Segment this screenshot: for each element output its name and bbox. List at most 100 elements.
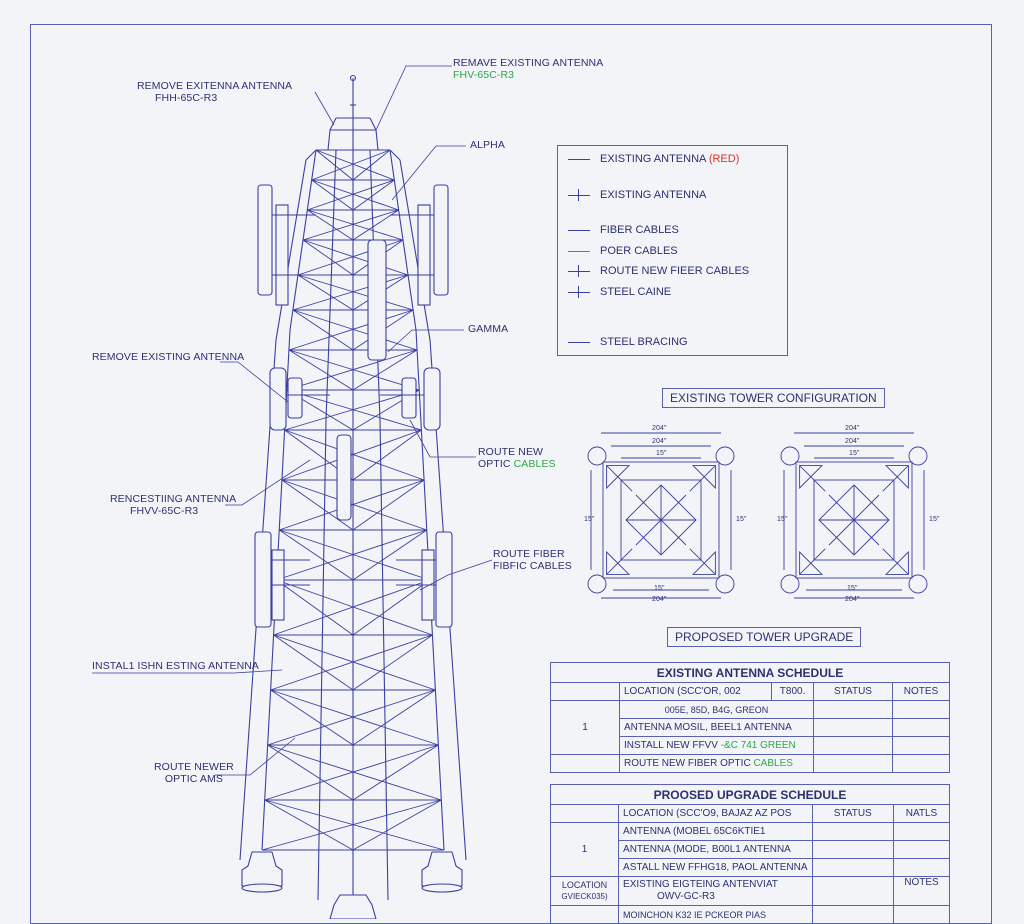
plan1-dim-bottom2: 204" (652, 596, 667, 603)
lattice-brace (279, 529, 430, 581)
remove-top-right-label: REMAVE EXISTING ANTENNA FHV-65C-R3 (453, 57, 603, 81)
lattice-brace (273, 634, 436, 691)
legend-cross-icon (566, 286, 592, 299)
lattice-brace (352, 179, 395, 211)
legend-row-route-fiber: ROUTE NEW FIEER CABLES (566, 265, 749, 278)
legend-row-power: POER CABLES (566, 245, 678, 257)
lattice-brace (352, 529, 428, 581)
lattice-brace (352, 349, 418, 391)
lattice-brace (307, 179, 395, 211)
legend-row-fiber: FIBER CABLES (566, 224, 679, 236)
lattice-brace (279, 479, 425, 531)
route-fiber-line2: FIBFIC CABLES (493, 560, 572, 572)
plan1-dim-left: 15" (584, 516, 595, 523)
plan2-dim-bottom2: 204" (845, 596, 860, 603)
plan-view-2-gusset (884, 550, 909, 575)
plan-view-1-leg-circle (587, 574, 607, 594)
existing-row-number: 1 (550, 700, 620, 755)
legend-green-line-icon (566, 246, 592, 256)
plan1-dim-bottom1: 15" (654, 585, 665, 592)
lattice-brace (267, 744, 442, 801)
lattice-brace (267, 689, 436, 746)
proposed-row-3: ASTALL NEW FFHG18, PAOL ANTENNA (618, 858, 813, 877)
plan-view-1-leg-circle (715, 574, 735, 594)
plan-view-1-inner (620, 479, 702, 561)
route-new-line1: ROUTE NEW (478, 446, 544, 458)
lattice-brace (297, 239, 404, 276)
lattice-brace (264, 744, 439, 801)
existing-header-status: STATUS (813, 682, 893, 701)
plan2-dim-top2: 204" (845, 438, 860, 445)
lattice-brace (311, 179, 399, 211)
plan1-dim-right: 15" (736, 516, 747, 523)
lattice-brace (311, 179, 354, 211)
lattice-brace (270, 689, 439, 746)
lattice-brace (292, 309, 354, 351)
existing-header-t800: T800. (771, 682, 814, 701)
existing-row-2: ANTENNA MOSIL, BEEL1 ANTENNA (619, 718, 814, 737)
lattice-brace (278, 529, 354, 581)
lattice-brace (276, 579, 433, 636)
lattice-brace (311, 149, 391, 181)
proposed-last-row: MOINCHON K32 IE PCKEOR PIAS (618, 905, 813, 924)
lattice-brace (273, 579, 430, 636)
plan2-dim-bottom1: 15" (847, 585, 858, 592)
route-new-line2a: OPTIC (478, 458, 514, 470)
proposed-extra-cell: EXISTING EIGTEING ANTENVIAT OWV-GC-R3 (618, 876, 813, 906)
lattice-brace (284, 429, 425, 481)
plan-view-2-gusset (884, 465, 909, 490)
lattice-brace (264, 799, 445, 851)
lattice-brace (352, 799, 442, 851)
existing-row-3: INSTALL NEW FFVV -&C 741 GREEN (619, 736, 814, 755)
legend-cross-icon (566, 189, 592, 202)
renc-line2: FHVV-65C-R3 (130, 505, 199, 517)
lattice-brace (352, 479, 425, 531)
proposed-row-2: ANTENNA (MODE, B00L1 ANTENNA (618, 840, 813, 859)
lattice-brace (270, 634, 433, 691)
legend-row-text: STEEL BRACING (600, 336, 688, 348)
proposed-upgrade-schedule: PROOSED UPGRADE SCHEDULE LOCATION (SCC'O… (549, 784, 951, 924)
plan-view-1-leg-brace (606, 548, 633, 575)
remove-top-left-label: REMOVE EXITENNA ANTENNA FHH-65C-R3 (137, 80, 292, 104)
plan2-dim-right: 15" (929, 516, 940, 523)
plan-view-2-leg-brace (882, 548, 909, 575)
lattice-brace (302, 239, 354, 276)
lattice-brace (281, 429, 422, 481)
legend-row-text: FIBER CABLES (600, 224, 679, 236)
lattice-brace (267, 744, 354, 801)
plan1-dim-top2: 204" (652, 438, 667, 445)
plan-view-2-inner (813, 479, 895, 561)
renc-line1: RENCESTIING ANTENNA (110, 493, 237, 505)
plan-view-2-outline (795, 461, 913, 579)
route-never-label: ROUTE NEWER OPTIC AMS (154, 761, 234, 785)
install-label: INSTAL1 ISHN ESTING ANTENNA (92, 660, 260, 672)
lattice-brace (297, 274, 414, 311)
lattice-brace (286, 349, 418, 391)
proposed-extra-1: EXISTING EIGTEING ANTENVIAT (623, 879, 778, 890)
plan2-dim-left: 15" (777, 516, 788, 523)
lattice-brace (273, 634, 354, 691)
route-new-line2b: CABLES (513, 458, 556, 470)
lattice-brace (284, 389, 420, 431)
proposed-schedule-title: PROOSED UPGRADE SCHEDULE (550, 784, 950, 805)
route-new-label: ROUTE NEW OPTIC CABLES (478, 446, 556, 470)
existing-antenna-schedule: EXISTING ANTENNA SCHEDULE LOCATION (SCC'… (550, 662, 950, 773)
lattice-brace (315, 149, 354, 181)
lattice-brace (292, 309, 418, 351)
existing-row-4: ROUTE NEW FIBER OPTIC CABLES (619, 754, 814, 773)
remove-top-left-line1: REMOVE EXITENNA ANTENNA (137, 80, 293, 92)
route-fiber-line1: ROUTE FIBER (493, 548, 565, 560)
lattice-brace (288, 349, 420, 391)
proposed-upgrade-label: PROPOSED TOWER UPGRADE (667, 627, 862, 647)
plan-view-1-gusset (691, 465, 716, 490)
lattice-brace (352, 689, 436, 746)
proposed-row-number: 1 (549, 822, 620, 877)
proposed-extra-notes: NOTES (892, 876, 951, 906)
lattice-brace (315, 149, 395, 181)
lattice-brace (352, 149, 391, 181)
remove-top-left-line2: FHH-65C-R3 (155, 92, 218, 104)
lattice-brace (352, 579, 430, 636)
legend-line-icon (566, 225, 592, 235)
plan-view-1-gusset (606, 465, 631, 490)
